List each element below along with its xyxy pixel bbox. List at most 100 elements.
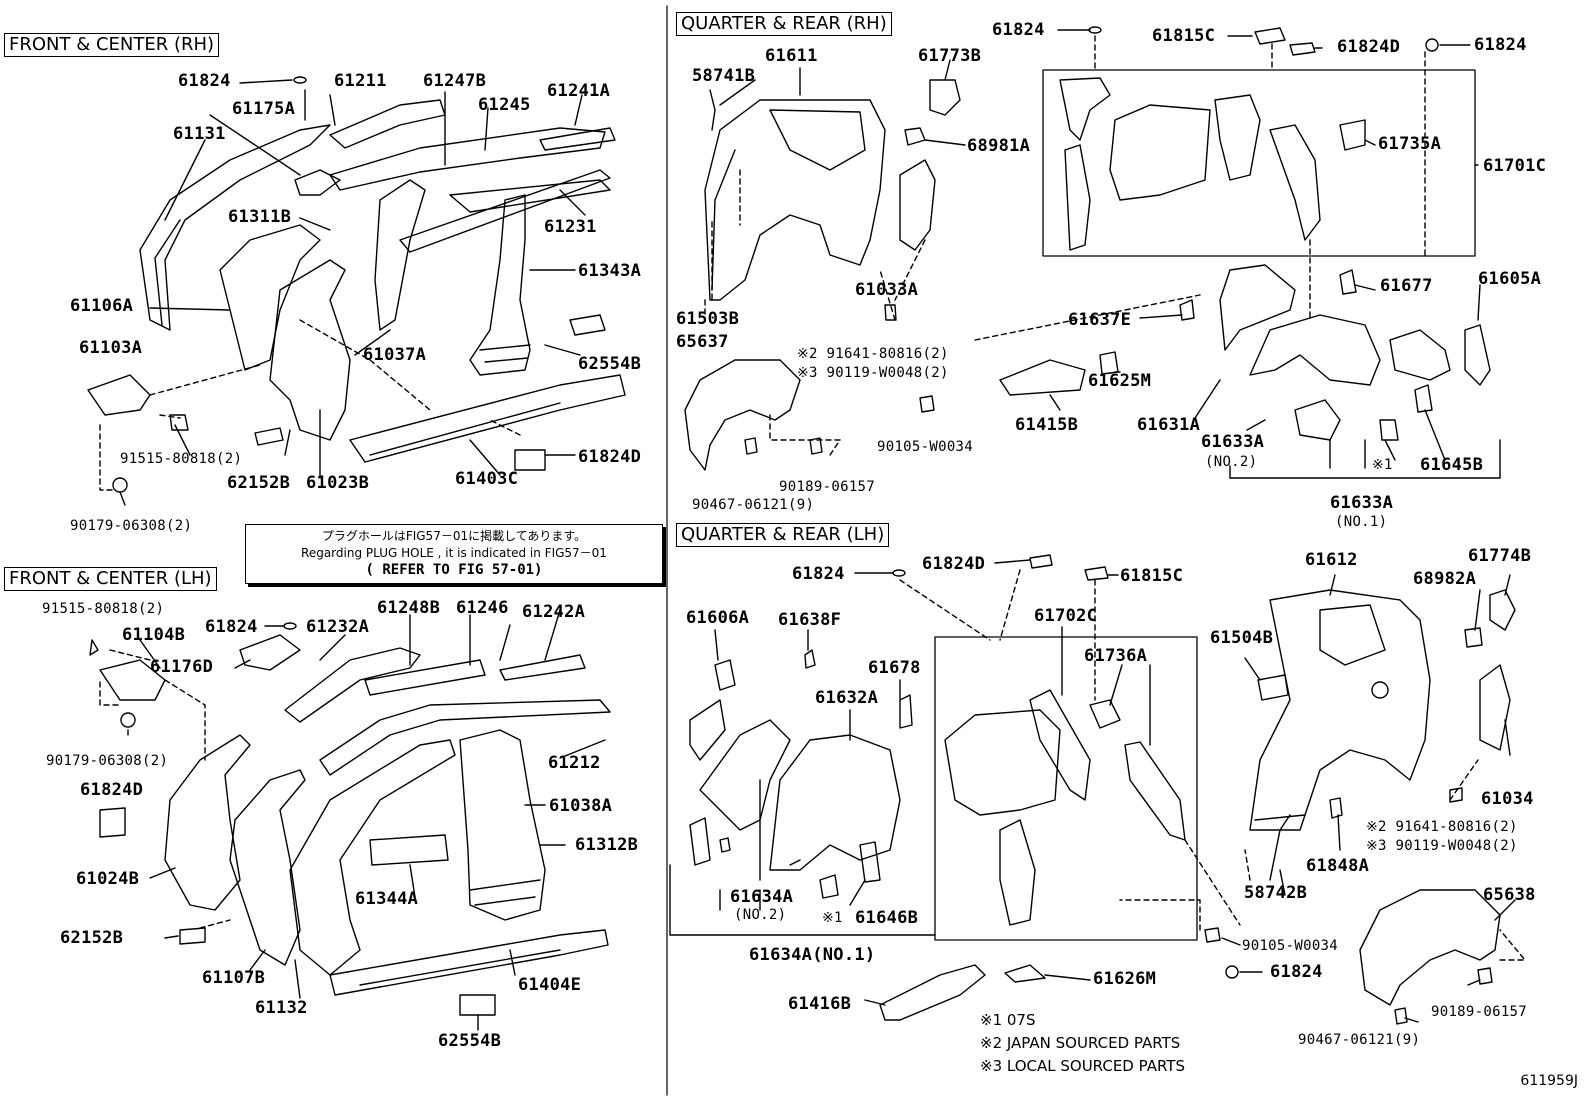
part-label[interactable]: ※3 90119-W0048(2) [797, 365, 949, 381]
part-label[interactable]: 61626M [1093, 969, 1157, 989]
part-label[interactable]: ※1 [1372, 457, 1393, 473]
part-label[interactable]: 61824D [1337, 37, 1401, 57]
part-label[interactable]: 61104B [122, 625, 186, 645]
part-label[interactable]: ※1 [822, 910, 843, 926]
part-label[interactable]: 58741B [692, 66, 756, 86]
part-label[interactable]: 61824 [1474, 35, 1527, 55]
part-label[interactable]: 61176D [150, 657, 214, 677]
part-label[interactable]: 62554B [578, 354, 642, 374]
part-label[interactable]: 61678 [868, 658, 921, 678]
part-label[interactable]: 61175A [232, 99, 296, 119]
part-label[interactable]: 61037A [363, 345, 427, 365]
part-label[interactable]: 61504B [1210, 628, 1274, 648]
part-label[interactable]: 61638F [778, 610, 842, 630]
part-label[interactable]: 61702C [1034, 606, 1098, 626]
part-label[interactable]: 62152B [60, 928, 124, 948]
part-label[interactable]: 61344A [355, 889, 419, 909]
part-label[interactable]: ※2 91641-80816(2) [1366, 819, 1518, 835]
part-label[interactable]: 61247B [423, 71, 487, 91]
part-label[interactable]: 61637E [1068, 310, 1132, 330]
part-label[interactable]: 61824 [205, 617, 258, 637]
part-label[interactable]: 68982A [1413, 569, 1477, 589]
part-label[interactable]: 61824 [1270, 962, 1323, 982]
part-label[interactable]: 61232A [306, 617, 370, 637]
part-label[interactable]: (NO.2) [734, 907, 787, 923]
part-label[interactable]: 61848A [1306, 856, 1370, 876]
part-label[interactable]: 61024B [76, 869, 140, 889]
part-label[interactable]: 61242A [522, 602, 586, 622]
part-label[interactable]: 61403C [455, 469, 519, 489]
part-label[interactable]: 61824 [992, 20, 1045, 40]
part-label[interactable]: 61736A [1084, 646, 1148, 666]
part-label[interactable]: 61605A [1478, 269, 1542, 289]
part-label[interactable]: 61632A [815, 688, 879, 708]
part-label[interactable]: 61231 [544, 217, 597, 237]
part-label[interactable]: 90105-W0034 [877, 439, 974, 455]
part-label[interactable]: 61107B [202, 968, 266, 988]
part-label[interactable]: 61312B [575, 835, 639, 855]
part-label[interactable]: 61132 [255, 998, 308, 1018]
part-label[interactable]: 61815C [1152, 26, 1216, 46]
part-label[interactable]: 61646B [855, 908, 919, 928]
part-label[interactable]: 61343A [578, 261, 642, 281]
part-label[interactable]: 61034 [1481, 789, 1534, 809]
part-label[interactable]: 61611 [765, 46, 818, 66]
part-label[interactable]: ※2 91641-80816(2) [797, 346, 949, 362]
part-label[interactable]: 61606A [686, 608, 750, 628]
part-label[interactable]: 61824D [80, 780, 144, 800]
part-label[interactable]: 90105-W0034 [1242, 938, 1339, 954]
part-label[interactable]: 61503B [676, 309, 740, 329]
part-label[interactable]: 61824D [578, 447, 642, 467]
part-label[interactable]: 90189-06157 [1431, 1004, 1528, 1020]
part-label[interactable]: 61103A [79, 338, 143, 358]
part-label[interactable]: 61633A [1201, 432, 1265, 452]
part-label[interactable]: 61248B [377, 598, 441, 618]
part-label[interactable]: 90179-06308(2) [46, 753, 169, 769]
part-label[interactable]: 91515-80818(2) [120, 451, 243, 467]
part-label[interactable]: (NO.1) [1335, 514, 1388, 530]
part-label[interactable]: 62554B [438, 1031, 502, 1051]
part-label[interactable]: 58742B [1244, 883, 1308, 903]
part-label[interactable]: 61404E [518, 975, 582, 995]
part-label[interactable]: 62152B [227, 473, 291, 493]
part-label[interactable]: 90179-06308(2) [70, 518, 193, 534]
part-label[interactable]: 65637 [676, 332, 729, 352]
part-label[interactable]: 65638 [1483, 885, 1536, 905]
part-label[interactable]: 61625M [1088, 371, 1152, 391]
part-label[interactable]: 61416B [788, 994, 852, 1014]
part-label[interactable]: 68981A [967, 136, 1031, 156]
part-label[interactable]: (NO.2) [1205, 454, 1258, 470]
part-label[interactable]: 61211 [334, 71, 387, 91]
part-label[interactable]: ※3 90119-W0048(2) [1366, 838, 1518, 854]
part-label[interactable]: 61246 [456, 598, 509, 618]
part-label[interactable]: 61824 [178, 71, 231, 91]
part-label[interactable]: 61773B [918, 46, 982, 66]
part-label[interactable]: 61106A [70, 296, 134, 316]
part-label[interactable]: 61634A(NO.1) [749, 945, 876, 965]
part-label[interactable]: 61633A [1330, 493, 1394, 513]
part-label[interactable]: 61701C [1483, 156, 1547, 176]
part-label[interactable]: 61824D [922, 554, 986, 574]
part-label[interactable]: 61815C [1120, 566, 1184, 586]
part-label[interactable]: 61212 [548, 753, 601, 773]
part-label[interactable]: 61824 [792, 564, 845, 584]
part-label[interactable]: 61131 [173, 124, 226, 144]
part-label[interactable]: 61033A [855, 280, 919, 300]
part-label[interactable]: 61774B [1468, 546, 1532, 566]
part-label[interactable]: 61645B [1420, 455, 1484, 475]
part-label[interactable]: 91515-80818(2) [42, 601, 165, 617]
part-label[interactable]: 61634A [730, 887, 794, 907]
part-label[interactable]: 61735A [1378, 134, 1442, 154]
part-label[interactable]: 61023B [306, 473, 370, 493]
part-label[interactable]: 61038A [549, 796, 613, 816]
part-label[interactable]: 61415B [1015, 415, 1079, 435]
part-label[interactable]: 61677 [1380, 276, 1433, 296]
part-label[interactable]: 90189-06157 [779, 479, 876, 495]
part-label[interactable]: 90467-06121(9) [692, 497, 815, 513]
part-label[interactable]: 61311B [228, 207, 292, 227]
part-label[interactable]: 90467-06121(9) [1298, 1032, 1421, 1048]
part-label[interactable]: 61612 [1305, 550, 1358, 570]
part-label[interactable]: 61245 [478, 95, 531, 115]
part-label[interactable]: 61241A [547, 81, 611, 101]
part-label[interactable]: 61631A [1137, 415, 1201, 435]
